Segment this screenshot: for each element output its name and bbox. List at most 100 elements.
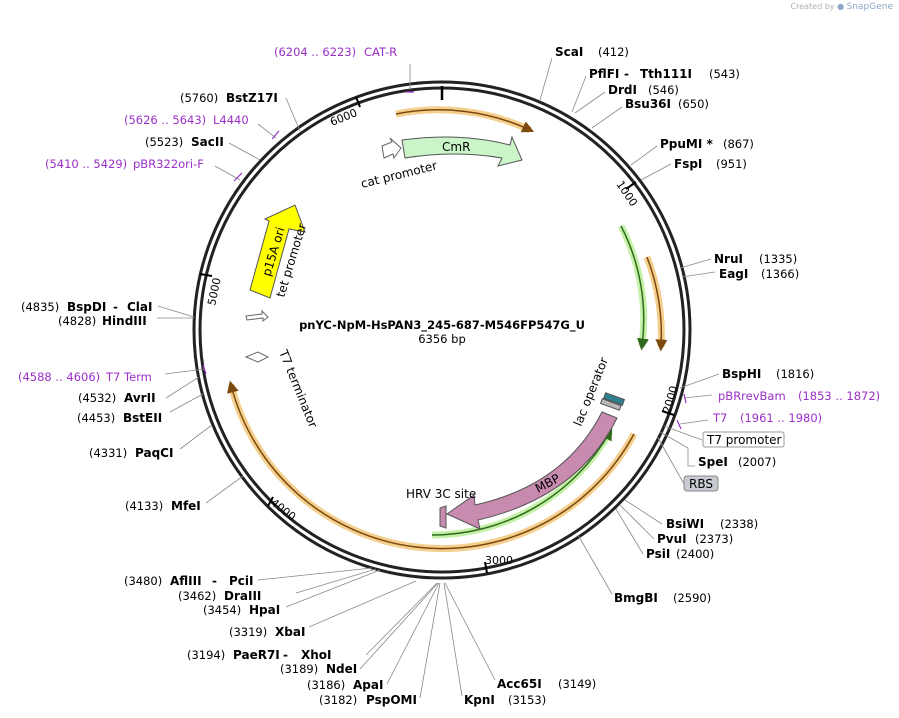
svg-text:(1816): (1816) bbox=[776, 367, 814, 381]
svg-text:(650): (650) bbox=[678, 97, 709, 111]
site-bsphi[interactable]: BspHI (1816) bbox=[679, 367, 814, 389]
site-bspdi-clai[interactable]: (4835) BspDI - ClaI bbox=[21, 300, 195, 318]
svg-text:(5626 .. 5643): (5626 .. 5643) bbox=[124, 113, 206, 127]
svg-text:DraIII: DraIII bbox=[224, 589, 261, 603]
site-nrui[interactable]: NruI (1335) bbox=[679, 252, 797, 269]
svg-text:T7 promoter: T7 promoter bbox=[706, 433, 782, 447]
svg-text:-: - bbox=[283, 648, 288, 662]
orf-right bbox=[646, 256, 668, 352]
svg-text:(3454): (3454) bbox=[203, 603, 241, 617]
svg-text:ApaI: ApaI bbox=[353, 678, 383, 692]
site-pflfi-tth111i[interactable]: PflFI - Tth111I (543) bbox=[571, 67, 740, 113]
hrv-3c-site-marker bbox=[439, 505, 447, 529]
svg-text:Bsu36I: Bsu36I bbox=[625, 97, 671, 111]
site-ppumi[interactable]: PpuMI * (867) bbox=[630, 137, 754, 166]
site-spei[interactable]: SpeI (2007) bbox=[659, 431, 776, 469]
svg-text:(3153): (3153) bbox=[508, 693, 546, 707]
svg-text:SpeI: SpeI bbox=[698, 455, 728, 469]
site-drdi[interactable]: DrdI (546) bbox=[574, 83, 679, 114]
site-pspomi[interactable]: (3182) PspOMI bbox=[319, 582, 441, 707]
svg-text:RBS: RBS bbox=[689, 477, 713, 491]
site-scai[interactable]: ScaI (412) bbox=[539, 45, 629, 101]
svg-text:(6204 .. 6223): (6204 .. 6223) bbox=[274, 45, 356, 59]
primer-t7[interactable]: T7 (1961 .. 1980) bbox=[676, 411, 822, 430]
tet-promoter-arrow bbox=[245, 309, 269, 323]
svg-text:FspI: FspI bbox=[674, 157, 702, 171]
site-eagi[interactable]: EagI (1366) bbox=[681, 267, 799, 281]
svg-text:XhoI: XhoI bbox=[301, 648, 332, 662]
svg-text:(4532): (4532) bbox=[78, 391, 116, 405]
site-sacii[interactable]: (5523) SacII bbox=[145, 135, 261, 161]
svg-text:(4835): (4835) bbox=[21, 300, 59, 314]
hrv-3c-site-label: HRV 3C site bbox=[406, 487, 476, 501]
site-kpni[interactable]: KpnI (3153) bbox=[443, 582, 546, 707]
site-bmgbi[interactable]: BmgBI (2590) bbox=[577, 534, 711, 605]
svg-text:PflFI: PflFI bbox=[589, 67, 619, 81]
svg-text:(3149): (3149) bbox=[558, 677, 596, 691]
tick-1000-mark bbox=[625, 181, 637, 190]
svg-text:PpuMI *: PpuMI * bbox=[660, 137, 714, 151]
svg-text:BsiWI: BsiWI bbox=[666, 517, 704, 531]
svg-text:PaeR7I: PaeR7I bbox=[233, 648, 280, 662]
site-xbai[interactable]: (3319) XbaI bbox=[229, 580, 417, 639]
svg-text:(3319): (3319) bbox=[229, 625, 267, 639]
primer-cat-r[interactable]: (6204 .. 6223) CAT-R bbox=[274, 45, 414, 93]
p15a-ori-arrow bbox=[249, 204, 306, 299]
orf-top-halo bbox=[395, 106, 532, 134]
svg-text:PvuI: PvuI bbox=[657, 532, 687, 546]
orf-right-green bbox=[620, 225, 649, 351]
svg-text:(546): (546) bbox=[648, 83, 679, 97]
t7-promoter-box[interactable]: T7 promoter bbox=[663, 425, 785, 448]
primer-pbr322ori-f[interactable]: (5410 .. 5429) pBR322ori-F bbox=[45, 157, 243, 182]
svg-text:(3462): (3462) bbox=[178, 589, 216, 603]
site-avrii[interactable]: (4532) AvrII bbox=[78, 376, 200, 405]
svg-text:(4588 .. 4606): (4588 .. 4606) bbox=[18, 370, 100, 384]
svg-text:BspHI: BspHI bbox=[722, 367, 761, 381]
site-ndei[interactable]: (3189) NdeI bbox=[280, 582, 439, 676]
orf-top bbox=[395, 109, 535, 133]
primer-l4440[interactable]: (5626 .. 5643) L4440 bbox=[124, 113, 280, 140]
svg-text:XbaI: XbaI bbox=[275, 625, 305, 639]
svg-text:PspOMI: PspOMI bbox=[366, 693, 417, 707]
svg-text:(1335): (1335) bbox=[759, 252, 797, 266]
primer-pbrrevbam[interactable]: pBRrevBam (1853 .. 1872) bbox=[683, 389, 880, 404]
site-acc65i[interactable]: Acc65I (3149) bbox=[444, 582, 596, 691]
svg-text:(867): (867) bbox=[723, 137, 754, 151]
site-paqci[interactable]: (4331) PaqCI bbox=[89, 424, 213, 460]
svg-text:NruI: NruI bbox=[714, 252, 743, 266]
svg-text:NdeI: NdeI bbox=[326, 662, 357, 676]
site-afliii-pcii[interactable]: (3480) AflIII - PciI bbox=[124, 567, 373, 588]
svg-text:(5523): (5523) bbox=[145, 135, 183, 149]
snapgene-logo-icon: ● bbox=[837, 2, 845, 11]
site-draiii[interactable]: (3462) DraIII bbox=[178, 568, 377, 603]
site-mfei[interactable]: (4133) MfeI bbox=[125, 475, 244, 513]
svg-text:(543): (543) bbox=[709, 67, 740, 81]
site-paer7i-xhoi[interactable]: (3194) PaeR7I - XhoI bbox=[187, 582, 438, 662]
site-bstz17i[interactable]: (5760) BstZ17I bbox=[180, 91, 301, 132]
rbs-box[interactable]: RBS bbox=[656, 435, 719, 492]
svg-text:(951): (951) bbox=[716, 157, 747, 171]
svg-text:(2338): (2338) bbox=[720, 517, 758, 531]
cmr-arrow bbox=[401, 135, 523, 167]
site-bsiwi[interactable]: BsiWI (2338) bbox=[624, 499, 758, 531]
cat-promoter-label: cat promoter bbox=[359, 158, 438, 191]
primer-t7-term[interactable]: (4588 .. 4606) T7 Term bbox=[18, 364, 207, 384]
svg-text:SacII: SacII bbox=[191, 135, 224, 149]
site-fspi[interactable]: FspI (951) bbox=[640, 157, 747, 181]
mbp-arrow bbox=[445, 411, 618, 530]
site-bsteii[interactable]: (4453) BstEII bbox=[77, 393, 204, 425]
plasmid-name: pnYC-NpM-HsPAN3_245-687-M546FP547G_U bbox=[299, 318, 585, 333]
plasmid-backbone-outer bbox=[192, 80, 692, 580]
site-bsu36i[interactable]: Bsu36I (650) bbox=[591, 97, 709, 129]
tick-5000: 5000 bbox=[205, 277, 224, 307]
site-pvui[interactable]: PvuI (2373) bbox=[619, 504, 733, 546]
svg-text:CAT-R: CAT-R bbox=[364, 45, 397, 59]
site-apai[interactable]: (3186) ApaI bbox=[307, 582, 440, 692]
svg-text:(4331): (4331) bbox=[89, 446, 127, 460]
svg-text:BspDI: BspDI bbox=[67, 300, 106, 314]
t7-terminator-arrow bbox=[244, 351, 270, 363]
site-hpai[interactable]: (3454) HpaI bbox=[203, 569, 381, 617]
tick-6000: 6000 bbox=[328, 106, 359, 129]
site-psii[interactable]: PsiI (2400) bbox=[615, 508, 714, 561]
site-hindiii[interactable]: (4828) HindIII bbox=[58, 314, 194, 328]
